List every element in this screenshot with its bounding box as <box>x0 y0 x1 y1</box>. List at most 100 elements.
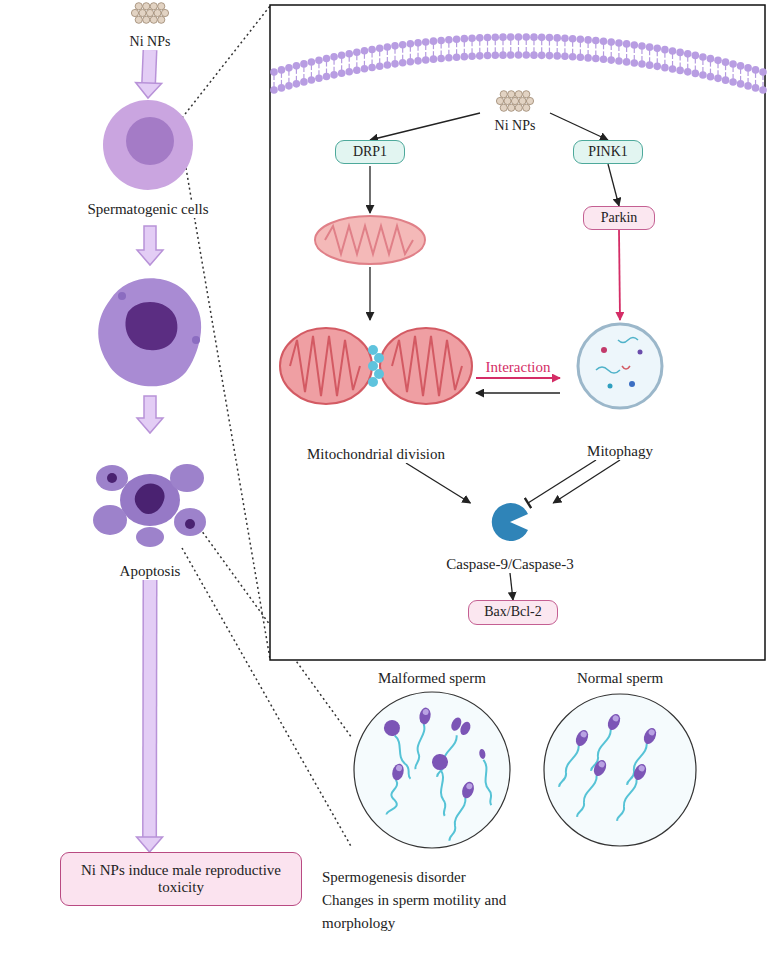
sperm-head <box>631 762 648 782</box>
lipid-head <box>737 62 745 70</box>
mitophagy-debris <box>596 338 643 389</box>
pathway-arrow <box>476 393 560 394</box>
lipid-head <box>638 60 646 68</box>
lipid-head <box>338 69 346 77</box>
lipid-head <box>345 68 353 76</box>
lipid-head <box>692 52 700 60</box>
lipid-head <box>330 71 338 79</box>
lipid-head <box>577 35 585 43</box>
flow-arrow <box>136 50 162 98</box>
flow-arrow <box>369 166 370 213</box>
acrosome <box>580 730 588 738</box>
nuclear-fragment <box>185 519 195 529</box>
lipid-head <box>338 51 346 59</box>
nanoparticle-source: Ni NPs <box>480 92 550 134</box>
debris <box>601 347 607 353</box>
sperm <box>444 780 476 842</box>
lipid-head <box>522 33 530 41</box>
lipid-head <box>584 36 592 44</box>
nanoparticle <box>135 16 142 23</box>
lipid-head <box>515 33 523 41</box>
lipid-head <box>300 60 308 68</box>
nanoparticle <box>150 16 157 23</box>
sperm-tail <box>448 797 467 841</box>
lipid-head <box>399 59 407 67</box>
lipid-head <box>592 37 600 45</box>
arrow-head <box>137 837 163 852</box>
sperm-sample: Normal sperm <box>540 670 700 848</box>
sperm <box>622 726 658 787</box>
lipid-head <box>584 54 592 62</box>
lipid-head <box>368 64 376 72</box>
lipid-head <box>491 51 499 59</box>
pathway-arrow <box>619 230 620 320</box>
sperm-head <box>431 753 448 770</box>
cell-bleb <box>118 292 126 300</box>
lipid-head <box>507 51 515 59</box>
sperm <box>572 758 608 819</box>
apoptotic-body <box>174 508 206 536</box>
acrosome <box>422 709 429 716</box>
lipid-head <box>522 51 530 59</box>
debris <box>618 338 638 343</box>
acrosome <box>466 782 474 790</box>
lipid-head <box>669 47 677 55</box>
lipid-head <box>345 50 353 58</box>
lipid-head <box>653 45 661 53</box>
lipid-head <box>623 40 631 48</box>
lipid-head <box>368 46 376 54</box>
lipid-head <box>278 84 286 92</box>
sperm-tail <box>616 779 639 822</box>
lipid-head <box>285 64 293 72</box>
debris <box>638 350 643 355</box>
lipid-head <box>744 64 752 72</box>
lipid-head <box>699 53 707 61</box>
lipid-head <box>430 37 438 45</box>
nanoparticle <box>158 16 165 23</box>
pathway-arrow <box>550 113 608 140</box>
sperm <box>410 707 432 770</box>
apoptotic-cell <box>93 464 206 547</box>
drp1-ring <box>368 345 384 387</box>
lipid-head <box>592 55 600 63</box>
lipid-head <box>270 68 278 76</box>
lipid-head <box>729 60 737 68</box>
lipid-head <box>569 53 577 61</box>
lipid-head <box>692 70 700 78</box>
lipid-head <box>646 61 654 69</box>
acrosome <box>598 760 606 768</box>
lipid-head <box>553 52 561 60</box>
lipid-head <box>546 52 554 60</box>
lipid-head <box>430 55 438 63</box>
nanoparticle <box>523 91 530 98</box>
lipid-head <box>630 59 638 67</box>
lipid-head <box>330 53 338 61</box>
nanoparticle <box>146 9 153 16</box>
lipid-head <box>515 51 523 59</box>
lipid-head <box>623 58 631 66</box>
nanoparticle <box>515 91 522 98</box>
nanoparticle <box>161 9 168 16</box>
nanoparticle <box>508 91 515 98</box>
lipid-head <box>399 41 407 49</box>
lipid-head <box>293 80 301 88</box>
lipid-head <box>391 42 399 50</box>
lipid-head <box>484 52 492 60</box>
lipid-head <box>707 73 715 81</box>
flow-arrow <box>137 226 163 265</box>
sperm-tail <box>482 760 493 806</box>
nanoparticle <box>508 104 515 111</box>
sperm-head <box>460 780 476 800</box>
nanoparticle <box>504 97 511 104</box>
nanoparticle <box>154 9 161 16</box>
debris <box>596 367 620 373</box>
lipid-head <box>484 34 492 42</box>
lipid-head <box>293 62 301 70</box>
lipid-head <box>714 75 722 83</box>
lipid-head <box>607 56 615 64</box>
lipid-head <box>600 37 608 45</box>
lipid-head <box>353 66 361 74</box>
lipid-head <box>669 65 677 73</box>
sperm <box>612 762 648 823</box>
lipid-head <box>499 51 507 59</box>
